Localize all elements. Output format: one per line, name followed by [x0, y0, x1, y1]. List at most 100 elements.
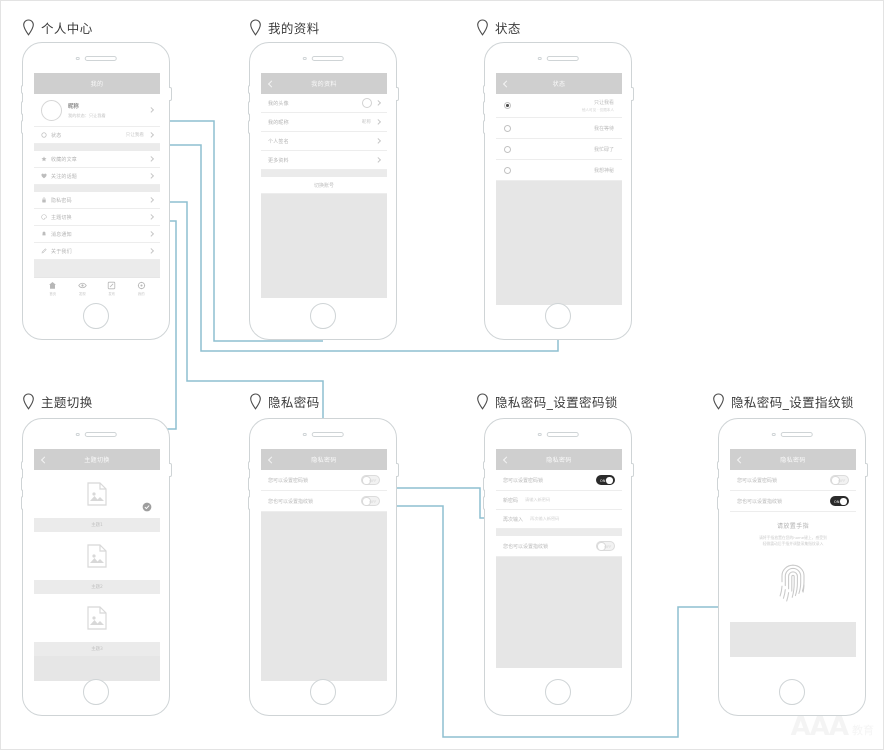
radio-button[interactable]: [504, 124, 511, 132]
phone-status: 状态 只让我看 他人可见 · 仅限本人 我在等待 我忙碌了: [482, 42, 634, 340]
avatar: [41, 99, 62, 121]
earpiece-slot: [311, 56, 344, 61]
row-label: 状态: [51, 132, 62, 139]
home-button[interactable]: [545, 303, 571, 329]
radio-button[interactable]: [504, 166, 511, 174]
home-button[interactable]: [310, 679, 336, 705]
status-option-row[interactable]: 我想神秘: [496, 160, 622, 181]
new-password-field[interactable]: 新密码 请输入新密码: [496, 491, 622, 510]
empty-area: [730, 621, 856, 657]
radio-button[interactable]: [504, 145, 511, 153]
section-divider: [34, 185, 160, 192]
tab-discover[interactable]: 发现: [78, 281, 87, 296]
volume-up-button: [716, 477, 719, 491]
row-notifications[interactable]: 消息通知: [34, 226, 160, 243]
toggle-row-fingerprint[interactable]: 您也可以设置指纹锁 OFF: [496, 536, 622, 557]
watermark-suffix: 教育: [852, 724, 874, 737]
back-icon[interactable]: [503, 456, 507, 463]
fingerprint-toggle[interactable]: OFF: [596, 541, 615, 551]
tab-bar: 首页 发现 发布: [34, 277, 160, 299]
toggle-row-fingerprint[interactable]: 您也可以设置指纹锁 OFF: [261, 491, 387, 512]
status-option-row[interactable]: 我忙碌了: [496, 139, 622, 160]
back-icon[interactable]: [41, 456, 45, 463]
toggle-state: OFF: [838, 478, 846, 483]
home-button[interactable]: [779, 679, 805, 705]
confirm-password-field[interactable]: 再次输入 再次输入新密码: [496, 510, 622, 529]
mute-switch: [247, 461, 250, 470]
row-followed-topics[interactable]: 关注的话题: [34, 168, 160, 185]
theme-card[interactable]: [34, 532, 160, 580]
avatar-thumb: [362, 98, 372, 108]
fingerprint-toggle[interactable]: ON: [830, 496, 849, 506]
profile-row[interactable]: 昵称 我的状态：只让我看: [34, 94, 160, 127]
back-icon[interactable]: [503, 80, 507, 87]
row-status[interactable]: 状态 只让我看: [34, 127, 160, 144]
screen-title: 我的资料: [268, 21, 320, 36]
toggle-state: OFF: [604, 544, 612, 549]
home-button[interactable]: [310, 303, 336, 329]
chevron-right-icon: [149, 156, 153, 163]
home-button[interactable]: [83, 303, 109, 329]
row-privacy-password[interactable]: 隐私密码: [34, 192, 160, 209]
screen-title: 隐私密码: [268, 395, 320, 410]
home-button[interactable]: [83, 679, 109, 705]
section-divider: [261, 170, 387, 177]
back-icon[interactable]: [268, 456, 272, 463]
person-icon: [137, 281, 145, 289]
tab-home[interactable]: 首页: [48, 281, 57, 296]
toggle-row-fingerprint[interactable]: 您也可以设置指纹锁 ON: [730, 491, 856, 512]
power-button: [396, 463, 399, 477]
nav-bar: 我的资料: [261, 73, 387, 94]
toggle-row-passcode[interactable]: 您可以设置密码锁 OFF: [261, 470, 387, 491]
passcode-toggle[interactable]: OFF: [361, 475, 380, 485]
row-theme-switch[interactable]: 主题切换: [34, 209, 160, 226]
section-divider: [34, 260, 160, 277]
chevron-right-icon: [149, 248, 153, 255]
tab-mine[interactable]: 我的: [137, 281, 146, 296]
passcode-toggle[interactable]: ON: [596, 475, 615, 485]
earpiece-slot: [311, 432, 344, 437]
toggle-row-passcode[interactable]: 您可以设置密码锁 OFF: [730, 470, 856, 491]
row-signature[interactable]: 个人签名: [261, 132, 387, 151]
back-icon[interactable]: [268, 80, 272, 87]
tab-compose[interactable]: 发布: [107, 281, 116, 296]
fingerprint-icon[interactable]: [776, 562, 810, 604]
toggle-knob: [597, 542, 606, 551]
front-camera-icon: [302, 432, 307, 437]
fingerprint-desc-line1: 请将手指放置在您的home键上，感受到: [759, 535, 827, 540]
row-more-info[interactable]: 更多资料: [261, 151, 387, 170]
empty-area: [261, 512, 387, 681]
home-button[interactable]: [545, 679, 571, 705]
status-option-row[interactable]: 只让我看 他人可见 · 仅限本人: [496, 94, 622, 118]
front-camera-icon: [537, 432, 542, 437]
radio-button[interactable]: [504, 102, 511, 109]
option-label: 我在等待: [593, 125, 614, 132]
theme-card[interactable]: [34, 594, 160, 642]
passcode-toggle[interactable]: OFF: [830, 475, 849, 485]
phone-set-passcode: 隐私密码 您可以设置密码锁 ON 新密码 请输入新密码 再次输入 再次输入新密码…: [482, 418, 634, 716]
theme-card[interactable]: [34, 470, 160, 518]
watermark: AAA 教育: [791, 712, 874, 742]
row-about-us[interactable]: 关于我们: [34, 243, 160, 260]
front-camera-icon: [75, 432, 80, 437]
toggle-row-passcode[interactable]: 您可以设置密码锁 ON: [496, 470, 622, 491]
row-my-avatar[interactable]: 我的头像: [261, 94, 387, 113]
row-saved-articles[interactable]: 收藏的文章: [34, 151, 160, 168]
nav-bar: 隐私密码: [496, 449, 622, 470]
chevron-right-icon: [149, 197, 153, 204]
row-my-nickname[interactable]: 我的昵称 昵称: [261, 113, 387, 132]
check-circle-icon: [142, 502, 152, 512]
nav-bar: 我的: [34, 73, 160, 94]
caption-label: 主题3: [91, 647, 103, 652]
back-icon[interactable]: [737, 456, 741, 463]
gear-icon: [41, 132, 47, 138]
theme-caption: 主题2: [34, 580, 160, 594]
toggle-knob: [831, 476, 840, 485]
status-option-row[interactable]: 我在等待: [496, 118, 622, 139]
switch-account-button[interactable]: 切换账号: [261, 177, 387, 194]
volume-down-button: [247, 120, 250, 134]
fingerprint-title: 请放置手指: [776, 523, 809, 530]
fingerprint-toggle[interactable]: OFF: [361, 496, 380, 506]
option-label: 我忙碌了: [593, 146, 614, 153]
option-sublabel: 他人可见 · 仅限本人: [581, 107, 614, 112]
